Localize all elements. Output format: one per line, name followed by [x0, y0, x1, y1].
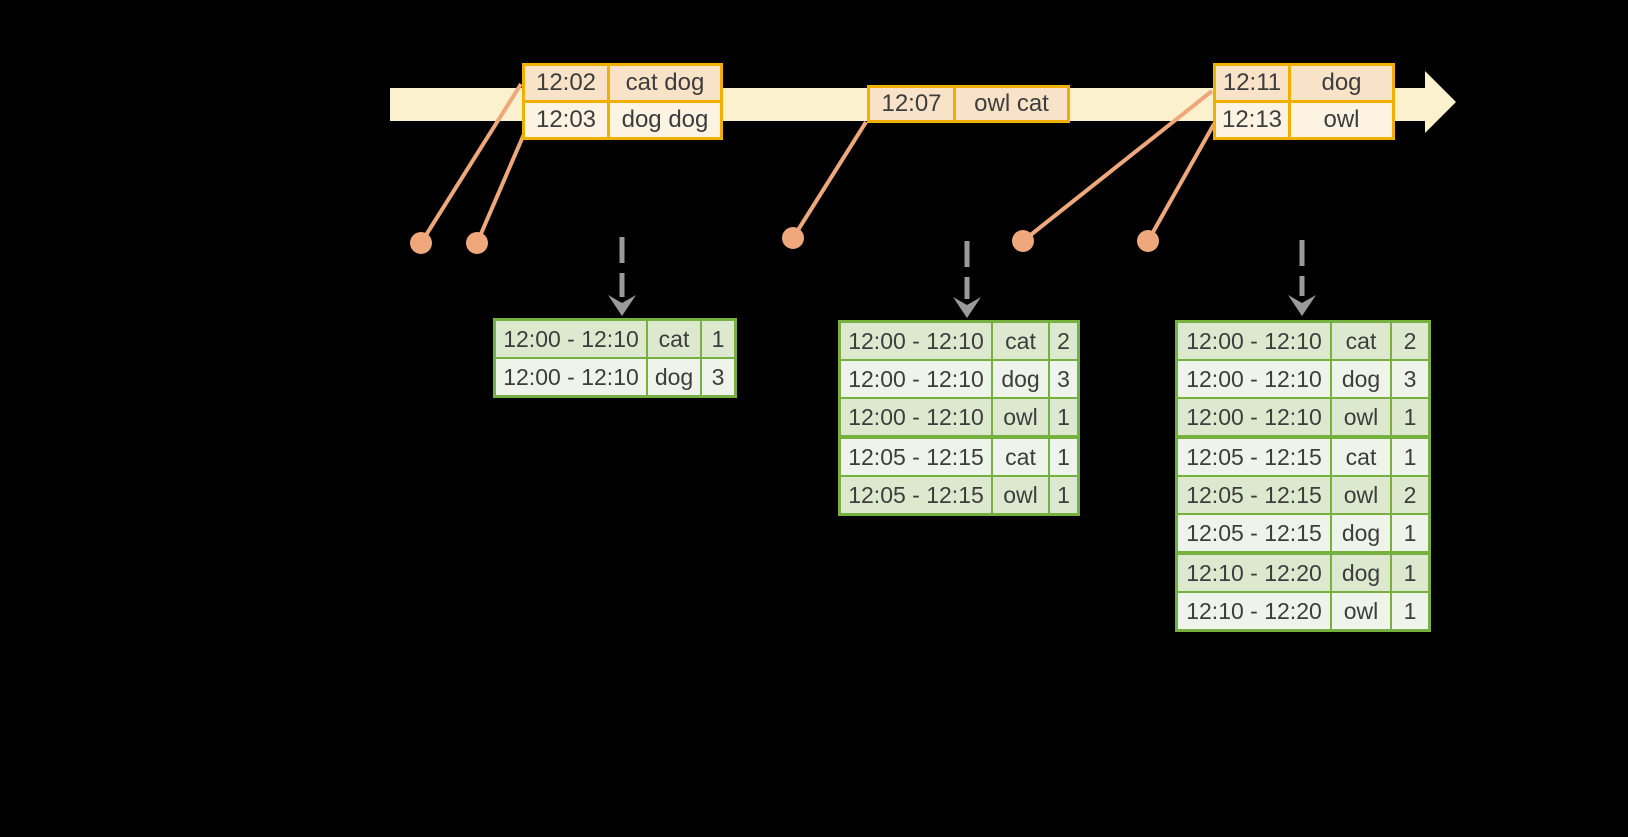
words-cell: dog [1291, 66, 1392, 100]
count-cell: 2 [1050, 323, 1077, 359]
window-cell: 12:00 - 12:10 [1178, 323, 1330, 359]
word-cell: cat [1332, 439, 1390, 475]
word-cell: owl [993, 477, 1048, 513]
count-cell: 1 [1392, 399, 1428, 435]
count-cell: 3 [1392, 361, 1428, 397]
word-cell: dog [993, 361, 1048, 397]
event-dot [1137, 230, 1159, 252]
time-cell: 12:11 [1216, 66, 1288, 100]
leader-line [791, 120, 868, 240]
word-cell: dog [1332, 515, 1390, 551]
window-cell: 12:05 - 12:15 [1178, 515, 1330, 551]
window-cell: 12:00 - 12:10 [1178, 361, 1330, 397]
event-dot [410, 232, 432, 254]
word-cell: dog [1332, 555, 1390, 591]
word-cell: cat [1332, 323, 1390, 359]
count-cell: 2 [1392, 323, 1428, 359]
words-cell: owl [1291, 103, 1392, 137]
leader-line [1021, 89, 1214, 243]
leader-line [419, 82, 523, 245]
window-cell: 12:00 - 12:10 [496, 321, 646, 357]
count-cell: 1 [1392, 515, 1428, 551]
time-cell: 12:07 [870, 88, 953, 120]
window-cell: 12:05 - 12:15 [841, 477, 991, 513]
count-cell: 1 [1050, 477, 1077, 513]
word-cell: cat [993, 439, 1048, 475]
count-cell: 1 [1392, 555, 1428, 591]
event-dot [466, 232, 488, 254]
word-cell: owl [1332, 593, 1390, 629]
words-cell: dog dog [610, 103, 720, 137]
word-cell: owl [1332, 477, 1390, 513]
word-cell: cat [648, 321, 700, 357]
count-cell: 1 [1050, 439, 1077, 475]
window-cell: 12:05 - 12:15 [841, 439, 991, 475]
window-cell: 12:00 - 12:10 [841, 323, 991, 359]
window-cell: 12:00 - 12:10 [1178, 399, 1330, 435]
time-cell: 12:13 [1216, 103, 1288, 137]
word-cell: dog [648, 359, 700, 395]
count-cell: 2 [1392, 477, 1428, 513]
word-cell: owl [1332, 399, 1390, 435]
count-cell: 1 [1392, 593, 1428, 629]
window-cell: 12:10 - 12:20 [1178, 593, 1330, 629]
count-cell: 1 [1392, 439, 1428, 475]
leader-line [475, 133, 526, 244]
event-dot [1012, 230, 1034, 252]
leader-line [1146, 123, 1216, 242]
count-cell: 1 [1050, 399, 1077, 435]
trigger-arrowhead-icon [953, 297, 981, 318]
window-cell: 12:10 - 12:20 [1178, 555, 1330, 591]
time-cell: 12:03 [525, 103, 607, 137]
window-cell: 12:05 - 12:15 [1178, 477, 1330, 513]
trigger-arrowhead-icon [1288, 295, 1316, 316]
window-cell: 12:00 - 12:10 [841, 361, 991, 397]
word-cell: cat [993, 323, 1048, 359]
word-cell: dog [1332, 361, 1390, 397]
window-cell: 12:00 - 12:10 [841, 399, 991, 435]
count-cell: 1 [702, 321, 734, 357]
window-cell: 12:05 - 12:15 [1178, 439, 1330, 475]
words-cell: cat dog [610, 66, 720, 100]
count-cell: 3 [1050, 361, 1077, 397]
count-cell: 3 [702, 359, 734, 395]
timeline-arrowhead-icon [1425, 71, 1456, 133]
time-cell: 12:02 [525, 66, 607, 100]
word-cell: owl [993, 399, 1048, 435]
trigger-arrowhead-icon [608, 295, 636, 316]
event-dot [782, 227, 804, 249]
window-cell: 12:00 - 12:10 [496, 359, 646, 395]
words-cell: owl cat [956, 88, 1067, 120]
